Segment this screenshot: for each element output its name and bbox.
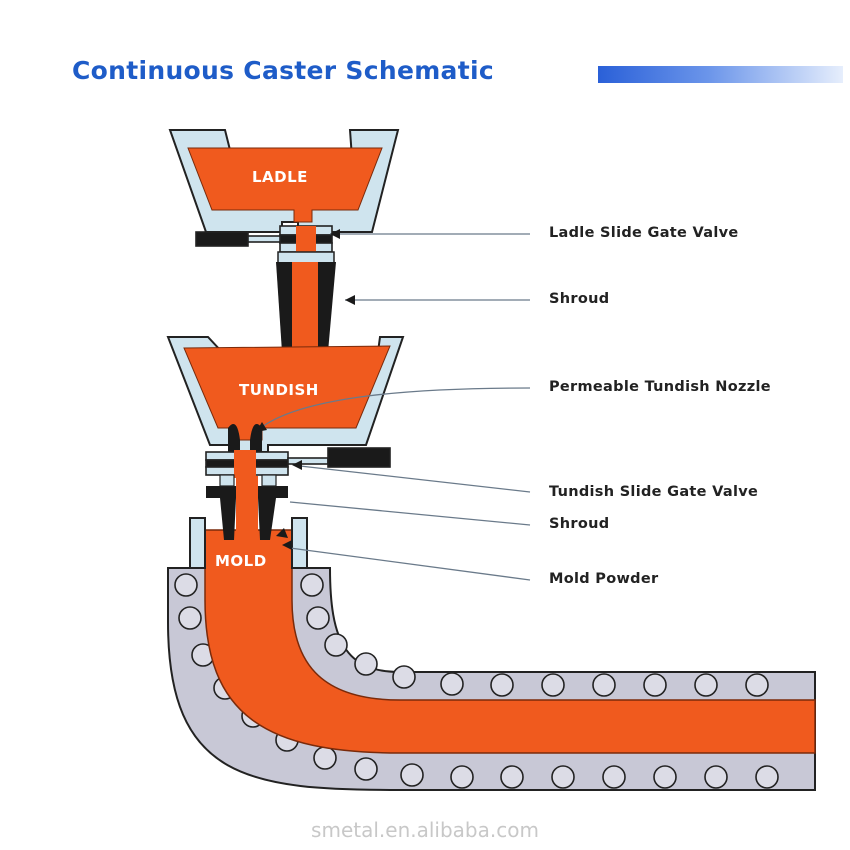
- mold-label: MOLD: [215, 552, 267, 570]
- upper-shroud: [276, 251, 336, 352]
- lower-shroud: [206, 474, 288, 540]
- callout-mold-powder: Mold Powder: [549, 571, 659, 587]
- diagram-title: Continuous Caster Schematic: [72, 56, 494, 85]
- mold-wall-right: [291, 517, 308, 569]
- mold-wall-left: [189, 517, 206, 569]
- steel-strand: [204, 529, 816, 754]
- watermark-text: smetal.en.alibaba.com: [311, 818, 539, 842]
- callout-permeable-tundish-nozzle: Permeable Tundish Nozzle: [549, 379, 771, 395]
- leader-arrowheads: [256, 229, 355, 550]
- tundish-label: TUNDISH: [239, 381, 319, 399]
- title-gradient-bar: [598, 66, 843, 83]
- callout-shroud-upper: Shroud: [549, 291, 610, 307]
- callout-ladle-slide-gate-valve: Ladle Slide Gate Valve: [549, 225, 739, 241]
- leader-lines: [257, 233, 531, 581]
- ladle-steel: [187, 147, 383, 223]
- ladle-label: LADLE: [252, 168, 308, 186]
- tundish-slide-gate-valve: [205, 447, 391, 478]
- callout-shroud-lower: Shroud: [549, 516, 610, 532]
- mold-powder-marker: [276, 528, 288, 538]
- callout-tundish-slide-gate-valve: Tundish Slide Gate Valve: [549, 484, 759, 500]
